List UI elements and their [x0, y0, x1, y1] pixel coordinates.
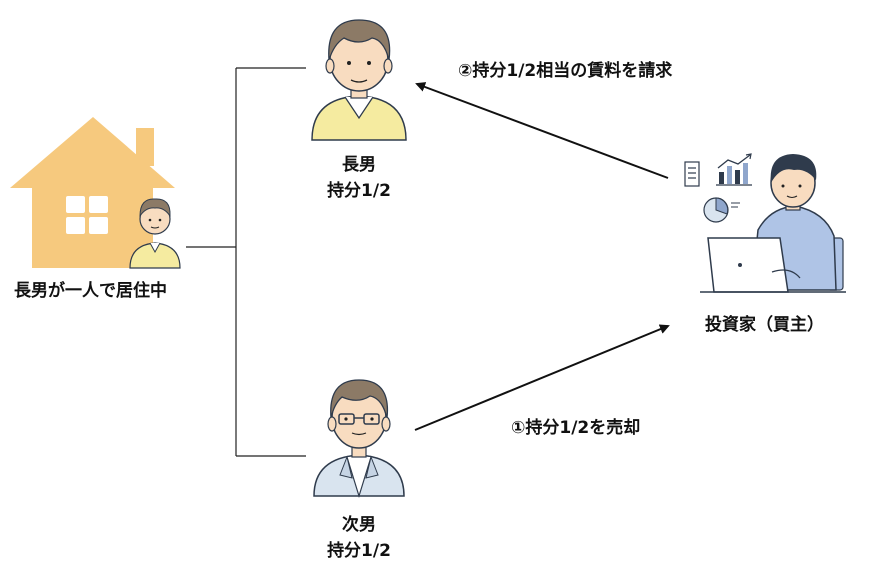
investor-icon: [700, 154, 846, 293]
younger-son-name: 次男: [342, 515, 376, 535]
house-caption: 長男が一人で居住中: [14, 281, 167, 301]
sale-arrow: [414, 324, 670, 431]
elder-son-label: 長男 持分1/2: [318, 154, 400, 202]
relation-lines: [186, 67, 306, 457]
elder-son-share: 持分1/2: [327, 181, 391, 201]
pie-chart-icon: [703, 197, 740, 223]
sale-label: ①持分1/2を売却: [511, 418, 641, 438]
younger-son-icon: [313, 379, 405, 499]
document-icon: [684, 161, 700, 187]
elder-son-name: 長男: [342, 155, 376, 175]
resident-icon: [129, 198, 181, 269]
investor-label: 投資家（買主）: [705, 315, 824, 335]
younger-son-share: 持分1/2: [327, 541, 391, 561]
younger-son-label: 次男 持分1/2: [318, 514, 400, 562]
bar-chart-icon: [716, 153, 752, 186]
window-icon: [66, 196, 108, 234]
elder-son-icon: [311, 19, 407, 141]
rent-claim-arrow: [415, 82, 669, 179]
rent-claim-label: ②持分1/2相当の賃料を請求: [458, 61, 673, 81]
